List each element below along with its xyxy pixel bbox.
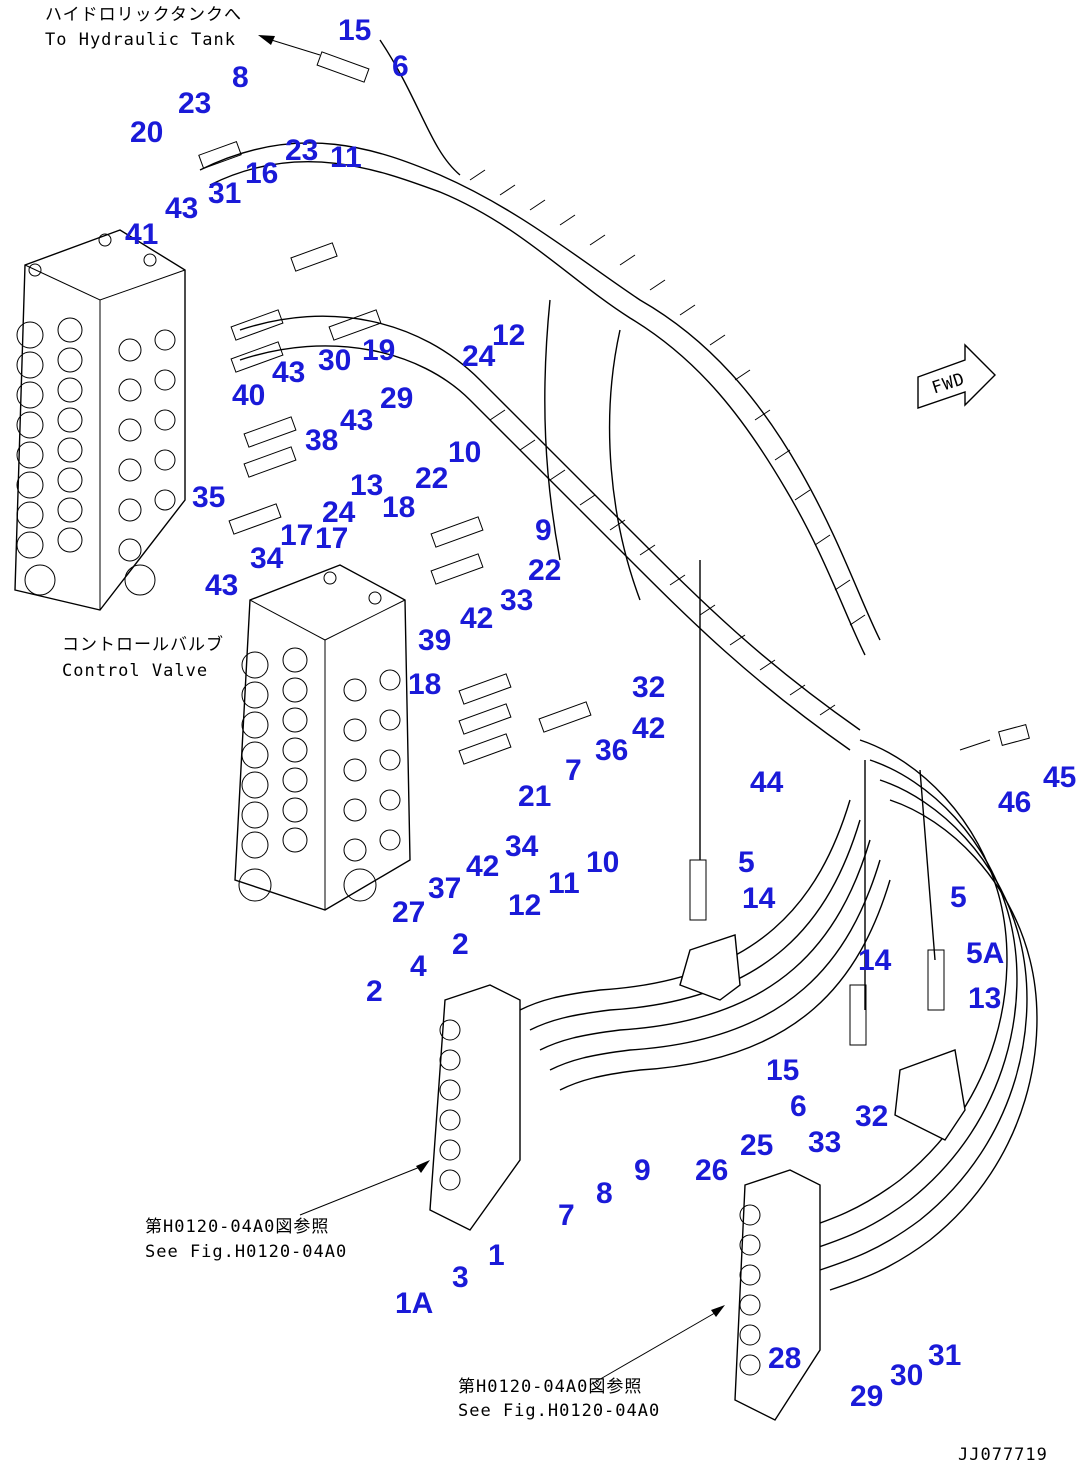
callout-11: 11: [330, 141, 362, 174]
callout-9b: 9: [634, 1154, 651, 1187]
callout-7b: 7: [558, 1199, 575, 1232]
callout-12: 12: [492, 319, 525, 352]
callout-33: 33: [500, 584, 533, 617]
callout-43c: 43: [340, 404, 373, 437]
hydraulic-tank-caption-en: To Hydraulic Tank: [45, 30, 236, 50]
callout-45: 45: [1043, 761, 1076, 794]
captions: ハイドロリックタンクへ To Hydraulic Tank コントロールバルブ …: [45, 5, 1048, 1465]
callout-30b: 30: [890, 1359, 923, 1392]
callout-11b: 11: [548, 867, 580, 900]
callout-24b: 24: [322, 496, 356, 529]
callout-29b: 29: [850, 1380, 883, 1413]
callout-9: 9: [535, 514, 552, 547]
leader-arrows-drawing: [258, 35, 1030, 1386]
callout-40: 40: [232, 379, 265, 412]
callout-42b: 42: [632, 712, 665, 745]
callout-38: 38: [305, 424, 338, 457]
callout-37: 37: [428, 872, 461, 905]
control-valve-caption-jp: コントロールバルブ: [62, 634, 224, 655]
callout-12b: 12: [508, 889, 541, 922]
callout-18b: 18: [408, 668, 441, 701]
callout-22b: 22: [528, 554, 561, 587]
callout-43: 43: [165, 192, 198, 225]
callouts: 15 6 8 23 20 16 23 11 31 43 41 12 24 30 …: [125, 14, 1076, 1413]
callout-17b: 17: [315, 522, 348, 555]
callout-14b: 14: [858, 944, 892, 977]
callout-24: 24: [462, 340, 496, 373]
fwd-arrow-drawing: [917, 343, 996, 409]
lower-fittings-drawing: [458, 673, 592, 765]
see-fig-caption-2-jp: 第H0120-04A0図参照: [458, 1377, 642, 1397]
callout-32: 32: [632, 671, 665, 704]
see-fig-caption-1-jp: 第H0120-04A0図参照: [145, 1217, 329, 1237]
callout-44: 44: [750, 766, 784, 799]
callout-43d: 43: [205, 569, 238, 602]
callout-7: 7: [565, 754, 582, 787]
callout-32b: 32: [855, 1100, 888, 1133]
callout-15: 15: [338, 14, 371, 47]
callout-3: 3: [452, 1261, 469, 1294]
callout-18: 18: [382, 491, 415, 524]
callout-13: 13: [350, 469, 383, 502]
callout-25: 25: [740, 1129, 773, 1162]
callout-31b: 31: [928, 1339, 961, 1372]
callout-22: 22: [415, 462, 448, 495]
callout-10: 10: [448, 436, 481, 469]
see-fig-caption-1-en: See Fig.H0120-04A0: [145, 1242, 347, 1262]
pilot-valves-drawing: [429, 760, 966, 1421]
line-art: [14, 35, 1038, 1421]
callout-39: 39: [418, 624, 451, 657]
callout-14: 14: [742, 882, 776, 915]
control-valve-caption-en: Control Valve: [62, 661, 208, 681]
callout-23: 23: [178, 87, 211, 120]
callout-36: 36: [595, 734, 628, 767]
callout-29: 29: [380, 382, 413, 415]
callout-5b: 5: [950, 881, 967, 914]
callout-5: 5: [738, 846, 755, 879]
callout-34: 34: [250, 542, 284, 575]
callout-8b: 8: [596, 1177, 613, 1210]
callout-35: 35: [192, 481, 225, 514]
callout-13b: 13: [968, 982, 1001, 1015]
callout-20: 20: [130, 116, 163, 149]
see-fig-caption-2-en: See Fig.H0120-04A0: [458, 1401, 660, 1421]
callout-23b: 23: [285, 134, 318, 167]
callout-21: 21: [518, 780, 551, 813]
callout-2b: 2: [366, 975, 383, 1008]
callout-1: 1: [488, 1239, 505, 1272]
callout-28: 28: [768, 1342, 801, 1375]
callout-1a: 1A: [395, 1287, 433, 1320]
lower-control-valve-drawing: [234, 564, 411, 911]
callout-43b: 43: [272, 356, 305, 389]
callout-19: 19: [362, 334, 395, 367]
callout-15b: 15: [766, 1054, 799, 1087]
callout-8: 8: [232, 61, 249, 94]
callout-27: 27: [392, 896, 425, 929]
callout-17: 17: [280, 519, 313, 552]
callout-26: 26: [695, 1154, 728, 1187]
callout-41: 41: [125, 218, 158, 251]
hose-bundle-drawing: [199, 39, 1038, 1291]
callout-31: 31: [208, 177, 241, 210]
callout-5a: 5A: [966, 937, 1004, 970]
drawing-code: JJ077719: [958, 1445, 1048, 1465]
callout-6: 6: [392, 50, 409, 83]
hydraulic-tank-caption-jp: ハイドロリックタンクへ: [45, 5, 242, 25]
upper-control-valve-drawing: [14, 229, 186, 611]
callout-16: 16: [245, 157, 278, 190]
callout-2: 2: [452, 928, 469, 961]
callout-42: 42: [460, 602, 493, 635]
callout-4: 4: [410, 950, 427, 983]
callout-46: 46: [998, 786, 1031, 819]
callout-10b: 10: [586, 846, 619, 879]
callout-42c: 42: [466, 850, 499, 883]
callout-6b: 6: [790, 1090, 807, 1123]
upper-fittings-drawing: [198, 51, 484, 585]
callout-34b: 34: [505, 830, 539, 863]
callout-33b: 33: [808, 1126, 841, 1159]
callout-30: 30: [318, 344, 351, 377]
